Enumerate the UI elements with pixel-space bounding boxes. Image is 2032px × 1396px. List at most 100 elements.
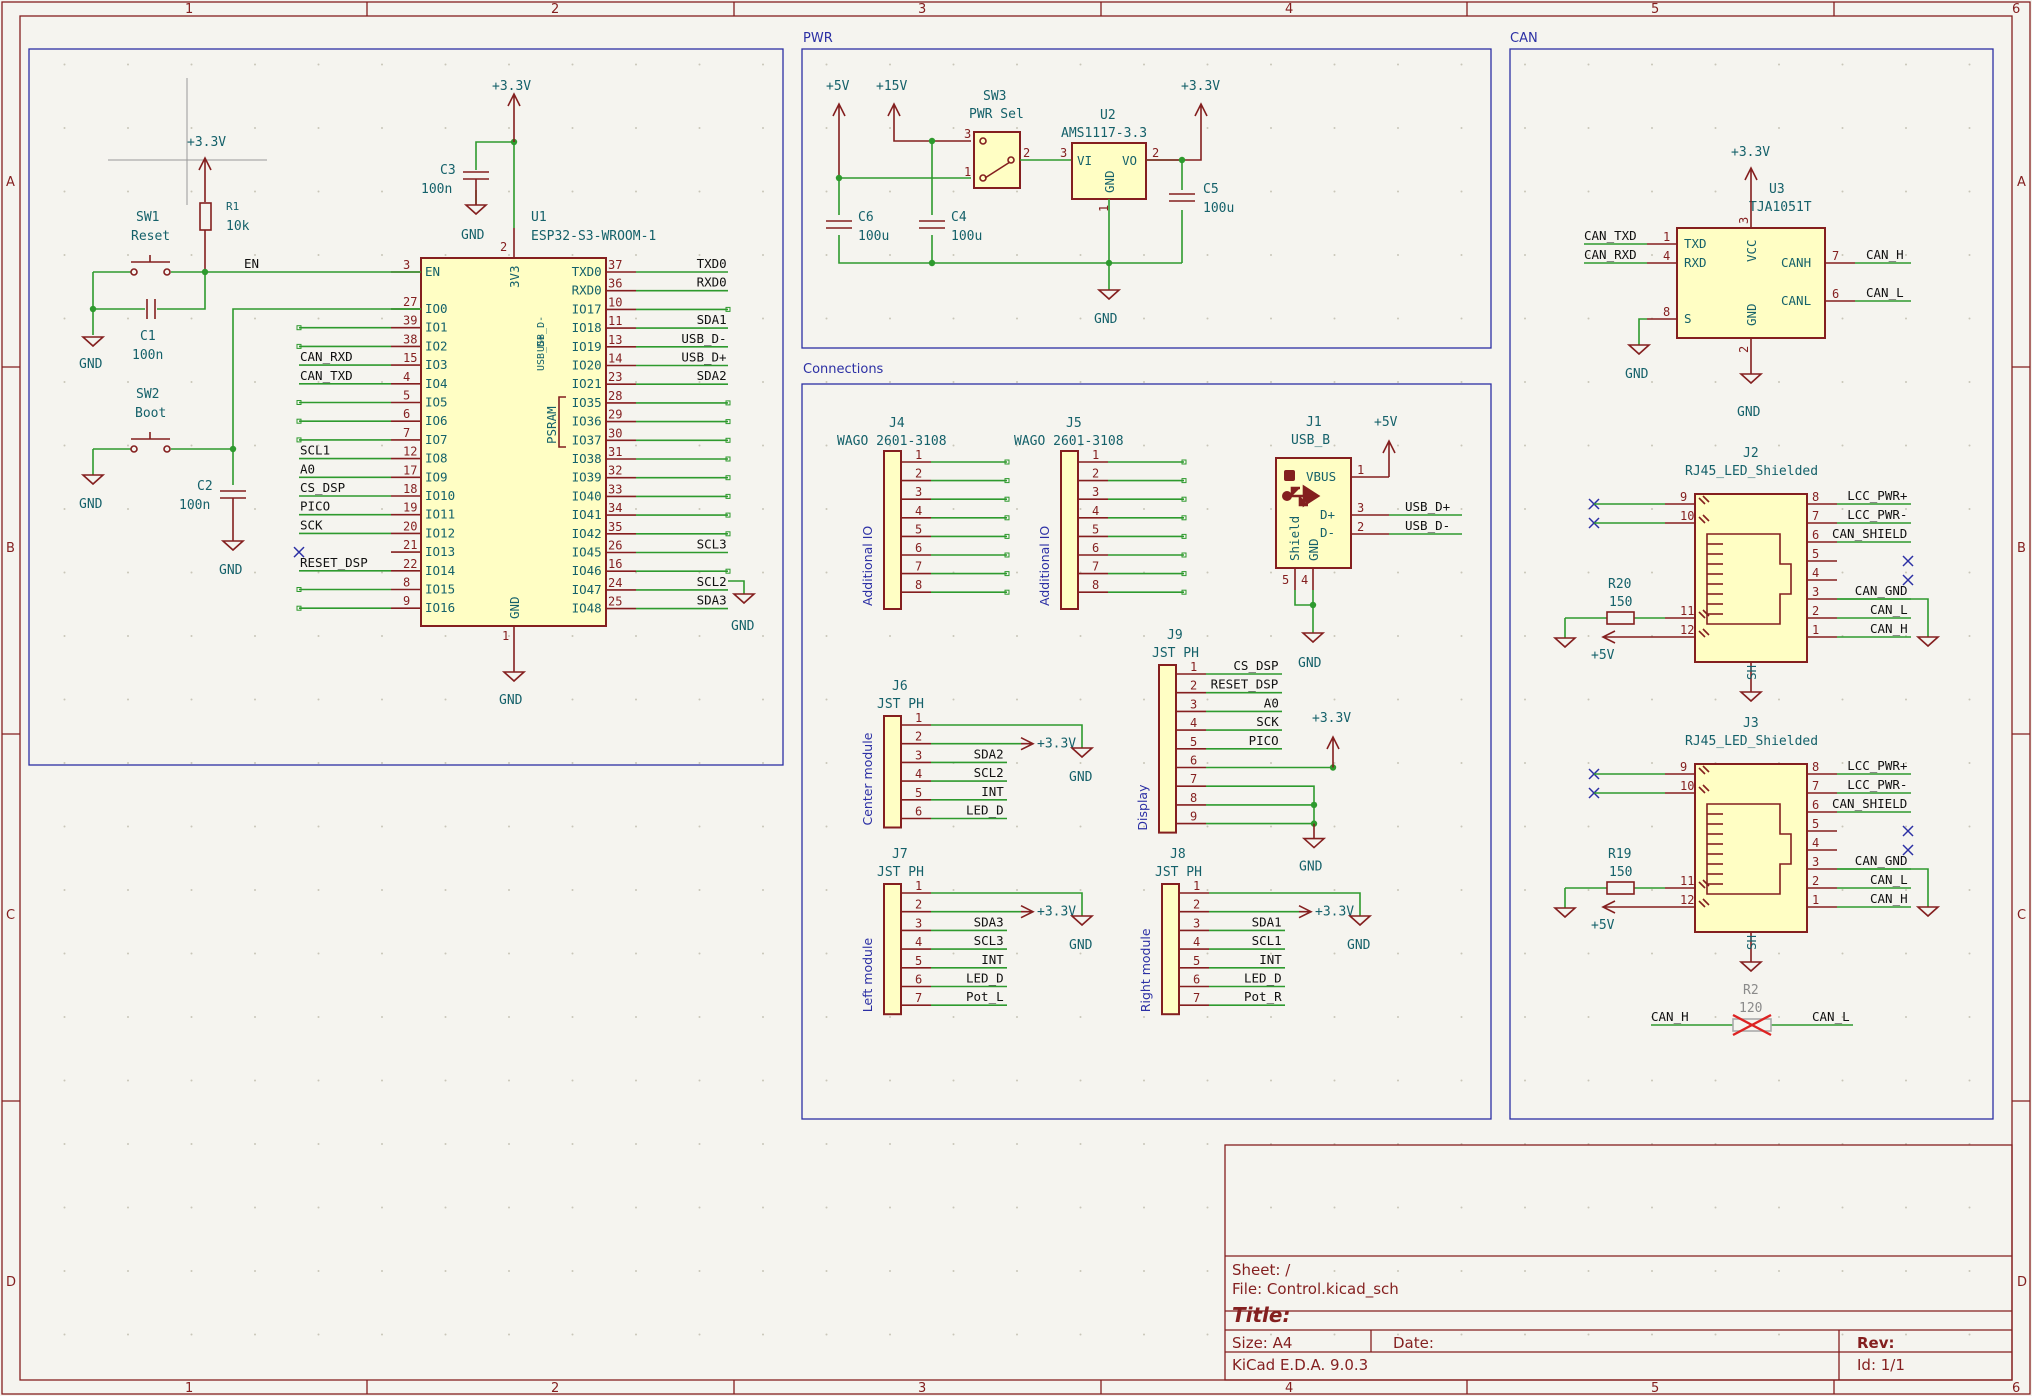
u1-right-pin-name: RXD0	[572, 283, 602, 298]
u1-left-pin-name: IO0	[425, 301, 448, 316]
u2-ref: U2	[1100, 108, 1116, 123]
u1-pin-gnd-name: GND	[507, 596, 522, 619]
u1-left-pin-name: IO3	[425, 357, 448, 372]
j6-ref: J6	[892, 679, 908, 694]
svg-text:6: 6	[915, 541, 922, 555]
svg-text:3: 3	[964, 127, 971, 141]
svg-text:4: 4	[915, 504, 922, 518]
svg-text:GND: GND	[1625, 367, 1649, 382]
j4-label: Additional IO	[860, 526, 875, 606]
j8-net-label: LED_D	[1244, 971, 1282, 986]
j9-net-label: RESET_DSP	[1211, 677, 1279, 692]
u1-left-pin-name: IO15	[425, 582, 455, 597]
u1-right-pin-name: IO17	[572, 301, 602, 316]
u1-right-pin-num: 32	[608, 464, 622, 478]
ruler-col-bottom-1: 1	[185, 1381, 193, 1396]
svg-text:+5V: +5V	[1591, 648, 1615, 663]
svg-text:1: 1	[1663, 230, 1670, 244]
u1-right-net-label: SCL3	[697, 537, 727, 552]
u1-right-pin-num: 33	[608, 482, 622, 496]
svg-text:D-: D-	[1320, 525, 1335, 540]
u1-value: ESP32-S3-WROOM-1	[531, 229, 656, 244]
svg-text:1: 1	[1190, 660, 1197, 674]
u1-right-pin-num: 26	[608, 539, 622, 553]
svg-text:SH: SH	[1744, 935, 1759, 950]
svg-text:CAN_H: CAN_H	[1651, 1009, 1689, 1024]
j3-right-net: LCC_PWR+	[1847, 758, 1907, 773]
ruler-col-1: 1	[185, 2, 193, 17]
u1-right-pin-name: IO18	[572, 320, 602, 335]
u1-left-pin-num: 9	[403, 594, 410, 608]
u1-right-net-label: TXD0	[697, 256, 727, 271]
svg-text:3: 3	[915, 916, 922, 930]
svg-text:2: 2	[915, 898, 922, 912]
svg-text:4: 4	[1301, 573, 1308, 587]
svg-text:1: 1	[915, 448, 922, 462]
sw2-ref: SW2	[136, 387, 159, 402]
u1-right-pin-name: IO46	[572, 563, 602, 578]
u1-right-pin-num: 25	[608, 595, 622, 609]
u3-3v3-label: +3.3V	[1731, 145, 1770, 160]
svg-text:GND: GND	[1102, 170, 1117, 193]
u1-right-pin-name: IO48	[572, 601, 602, 616]
ruler-col-3: 3	[918, 2, 926, 17]
u1-right-pin-name: IO37	[572, 432, 602, 447]
svg-text:GND: GND	[1299, 860, 1323, 875]
c3-gnd-label: GND	[461, 228, 485, 243]
j3-right-net: CAN_GND	[1855, 853, 1908, 868]
svg-text:4: 4	[1193, 935, 1200, 949]
j3-value: RJ45_LED_Shielded	[1685, 734, 1818, 749]
u1-right-pin-num: 28	[608, 389, 622, 403]
j9-value: JST PH	[1152, 646, 1199, 661]
u1-right-pin-name: IO42	[572, 526, 602, 541]
u1-right-pin-num: 23	[608, 370, 622, 384]
j7-net-label: SCL3	[974, 933, 1004, 948]
svg-text:RXD: RXD	[1684, 255, 1707, 270]
svg-text:5: 5	[1190, 735, 1197, 749]
j6-net-label: LED_D	[966, 803, 1004, 818]
svg-text:3: 3	[1737, 217, 1751, 224]
tb-title: Title:	[1232, 1303, 1290, 1327]
u1-left-pin-name: IO9	[425, 469, 448, 484]
svg-text:+5V: +5V	[1591, 918, 1615, 933]
svg-text:USB_D-: USB_D-	[1405, 518, 1450, 533]
ruler-col-bottom-2: 2	[551, 1381, 559, 1396]
u3-value: TJA1051T	[1749, 200, 1812, 215]
j5-value: WAGO 2601-3108	[1014, 434, 1124, 449]
pwr-gnd-label: GND	[1094, 312, 1118, 327]
j2-right-net: LCC_PWR+	[1847, 488, 1907, 503]
j9-net-label: CS_DSP	[1233, 658, 1278, 673]
ruler-col-4: 4	[1285, 2, 1293, 17]
u1-pin-3v3-name: 3V3	[507, 265, 522, 288]
svg-text:D+: D+	[1320, 507, 1335, 522]
ruler-row-C: C	[6, 908, 15, 923]
c3-ref: C3	[440, 163, 456, 178]
j2-left-pin-num: 9	[1680, 490, 1687, 504]
svg-text:9: 9	[1190, 810, 1197, 824]
u1-right-pin-name: IO47	[572, 582, 602, 597]
svg-text:2: 2	[1357, 520, 1364, 534]
j2-right-net: CAN_GND	[1855, 583, 1908, 598]
c1-value: 100n	[132, 348, 163, 363]
u1-left-pin-num: 27	[403, 295, 417, 309]
j7-value: JST PH	[877, 865, 924, 880]
u1-right-pin-name: IO41	[572, 507, 602, 522]
u1-pin-3v3-num: 2	[500, 240, 507, 254]
grid-dots	[28, 18, 2018, 1380]
j8-body	[1162, 884, 1179, 1014]
j7-label: Left module	[860, 938, 875, 1013]
u1-left-pin-num: 20	[403, 519, 417, 533]
svg-text:3: 3	[915, 748, 922, 762]
svg-text:GND: GND	[1306, 538, 1321, 561]
svg-text:+5V: +5V	[1374, 415, 1398, 430]
j9-label: Display	[1135, 784, 1150, 831]
r1-3v3-label: +3.3V	[187, 135, 226, 150]
svg-text:4: 4	[915, 935, 922, 949]
svg-text:VO: VO	[1122, 153, 1137, 168]
u1-right-pin-num: 37	[608, 258, 622, 272]
j3-right-net: CAN_L	[1870, 872, 1908, 887]
u1-left-net-label: PICO	[300, 499, 330, 514]
svg-text:5: 5	[1092, 522, 1099, 536]
svg-text:1: 1	[1092, 448, 1099, 462]
